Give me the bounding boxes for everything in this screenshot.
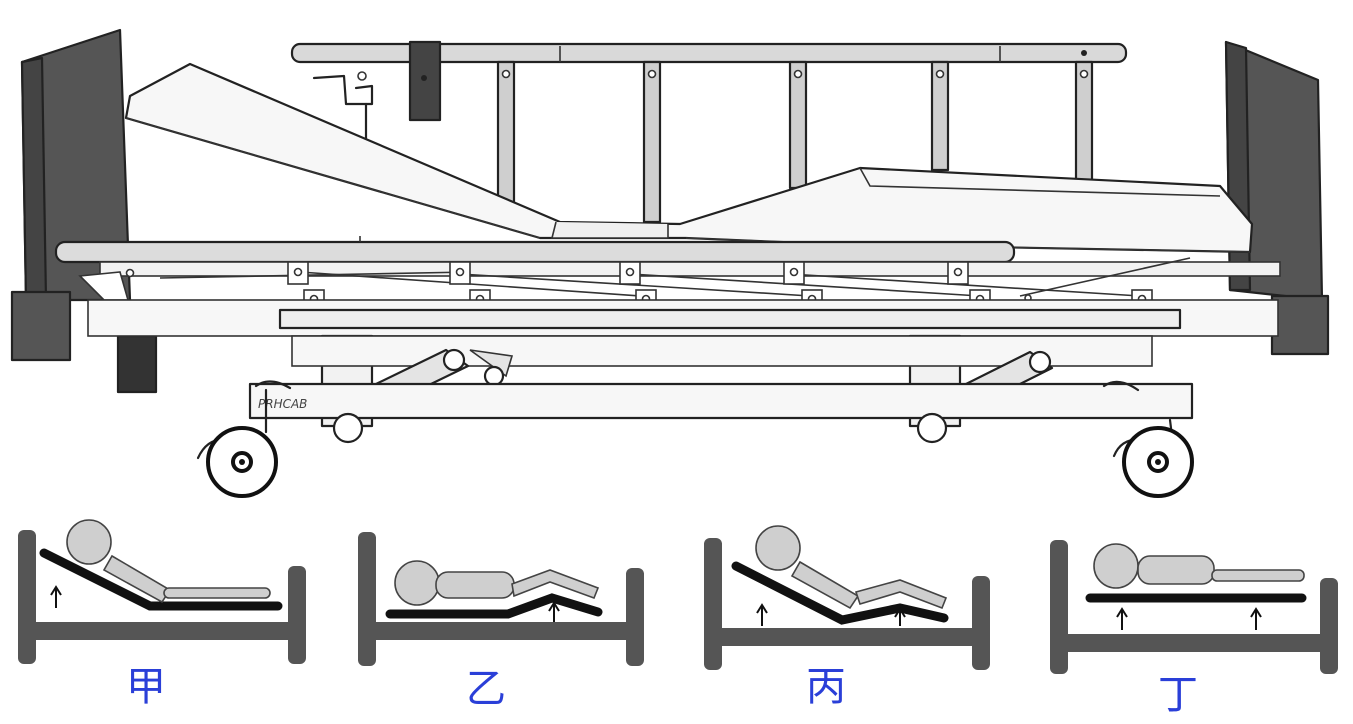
bed-platform [385,593,603,619]
patient-figure [1093,543,1305,589]
panel-frame-base [1050,634,1338,652]
bed-platform [731,561,949,625]
panel-frame-left [704,538,722,670]
panel-frame-left [18,530,36,664]
panel-frame-base [18,622,306,640]
patient-figure [755,525,948,610]
panel-frame-right [288,566,306,664]
remote-controller-icon [408,40,442,122]
panel-label-ding: 丁 [1158,672,1198,718]
panel-frame-right [1320,578,1338,674]
panel-jia: 甲 [18,519,306,710]
headboard-left [10,28,158,394]
panel-frame-left [1050,540,1068,674]
up-arrow-icon [756,603,768,626]
panel-label-yi: 乙 [466,666,506,712]
mattress [124,62,1254,254]
brand-mark: PRHCAB [258,397,307,411]
bed-base: PRHCAB [248,334,1194,444]
panel-frame-left [358,532,376,666]
panel-frame-base [704,628,990,646]
hospital-bed: PRHCAB [10,28,1330,498]
panel-label-bing: 丙 [806,664,846,710]
bed-frame [78,257,1281,337]
panel-frame-right [626,568,644,666]
patient-figure [66,519,271,604]
up-arrow-icon [894,607,906,626]
patient-figure [394,560,600,606]
up-arrow-icon [50,585,62,608]
panel-label-jia: 甲 [126,664,166,710]
hook-icon [312,74,374,106]
side-rail-top [290,40,1128,224]
up-arrow-icon [1116,607,1128,630]
up-arrow-icon [1250,607,1262,630]
panel-bing: 丙 [704,525,990,710]
panel-frame-right [972,576,990,670]
panel-frame-base [358,622,644,640]
panel-ding: 丁 [1050,540,1338,718]
panel-yi: 乙 [358,532,644,712]
up-arrow-icon [548,601,560,622]
bed-platform [39,548,283,611]
caster-wheels [196,380,1194,498]
